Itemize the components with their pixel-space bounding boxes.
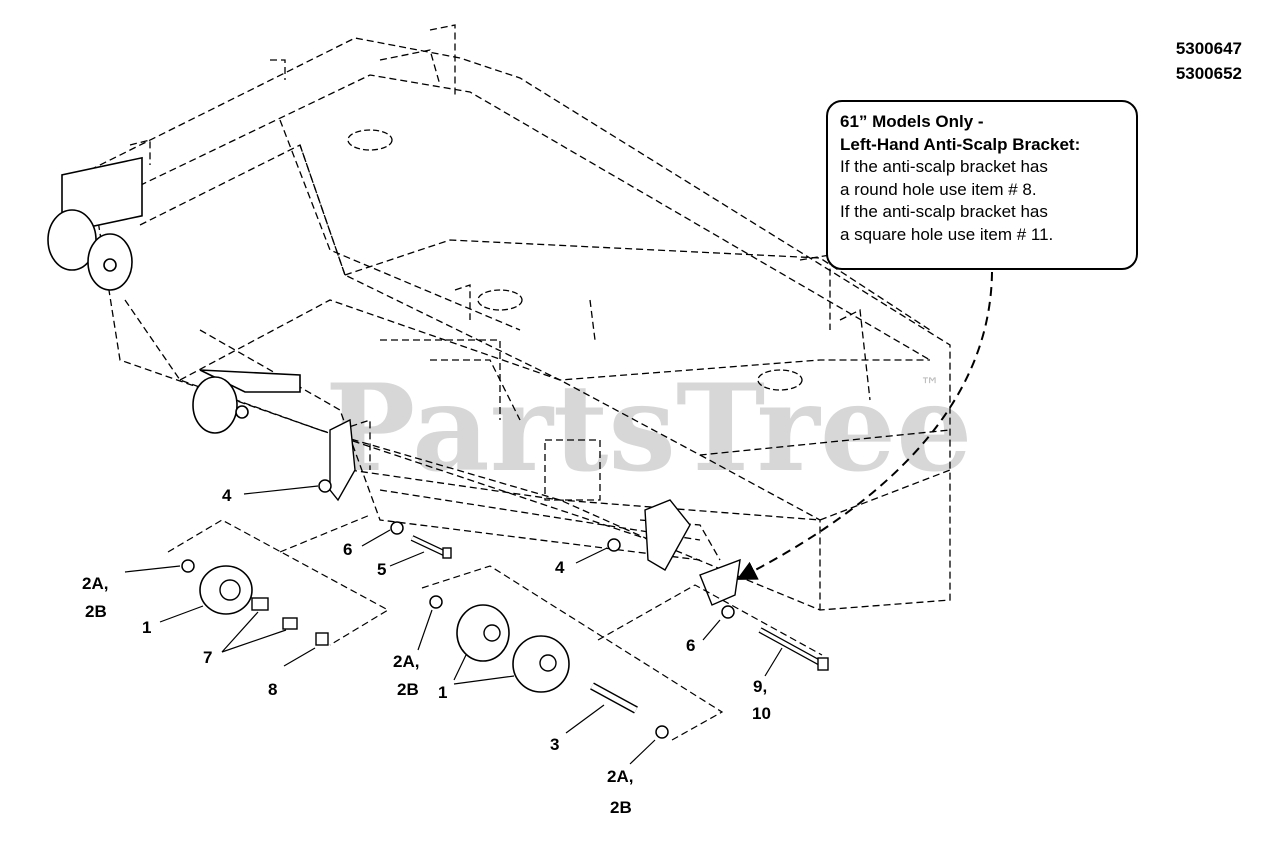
callout-line-2: a round hole use item # 8. <box>840 179 1037 199</box>
label-1-left: 1 <box>142 618 152 637</box>
label-4-left: 4 <box>222 486 232 505</box>
label-6-right: 6 <box>686 636 696 655</box>
callout-box: 61” Models Only - Left-Hand Anti-Scalp B… <box>826 100 1138 270</box>
roller-group-left <box>167 519 390 646</box>
label-10: 10 <box>752 704 771 723</box>
part-number-1: 5300647 <box>1175 39 1242 58</box>
leader-lines <box>124 485 783 765</box>
label-7: 7 <box>203 648 213 667</box>
callout-heading-1: 61” Models Only - <box>840 112 984 131</box>
bolt-group-middle <box>279 479 621 559</box>
watermark-text: PartsTree <box>325 358 972 499</box>
label-6-mid: 6 <box>343 540 353 559</box>
callout-arrow <box>736 271 993 580</box>
roller-group-middle <box>421 565 724 741</box>
label-4-right: 4 <box>555 558 565 577</box>
label-2b-mid: 2B <box>397 680 419 699</box>
label-9: 9, <box>753 677 768 696</box>
part-numbers: 5300647 5300652 <box>1176 36 1242 86</box>
label-2a-left: 2A, <box>82 574 109 593</box>
label-2a-bottom: 2A, <box>607 767 634 786</box>
label-3: 3 <box>550 735 560 754</box>
watermark: PartsTree ™ <box>325 358 972 499</box>
callout-line-1: If the anti-scalp bracket has <box>840 157 1048 176</box>
label-8: 8 <box>268 680 278 699</box>
watermark-tm: ™ <box>920 373 940 397</box>
anti-scalp-brackets <box>329 418 741 606</box>
label-2b-bottom: 2B <box>610 798 632 817</box>
front-caster-wheel <box>192 369 301 434</box>
deck-holes <box>347 129 803 391</box>
label-2b-left: 2B <box>85 602 107 621</box>
part-number-2: 5300652 <box>1175 64 1242 83</box>
callout-line-3: If the anti-scalp bracket has <box>840 202 1048 221</box>
callout-heading-2: Left-Hand Anti-Scalp Bracket: <box>840 134 1081 154</box>
label-2a-mid: 2A, <box>393 652 420 671</box>
callout-line-4: a square hole use item # 11. <box>840 224 1054 244</box>
rear-caster-wheels <box>47 156 143 291</box>
label-1-mid: 1 <box>438 683 448 702</box>
label-5: 5 <box>377 560 387 579</box>
bolt-group-right <box>597 584 829 671</box>
